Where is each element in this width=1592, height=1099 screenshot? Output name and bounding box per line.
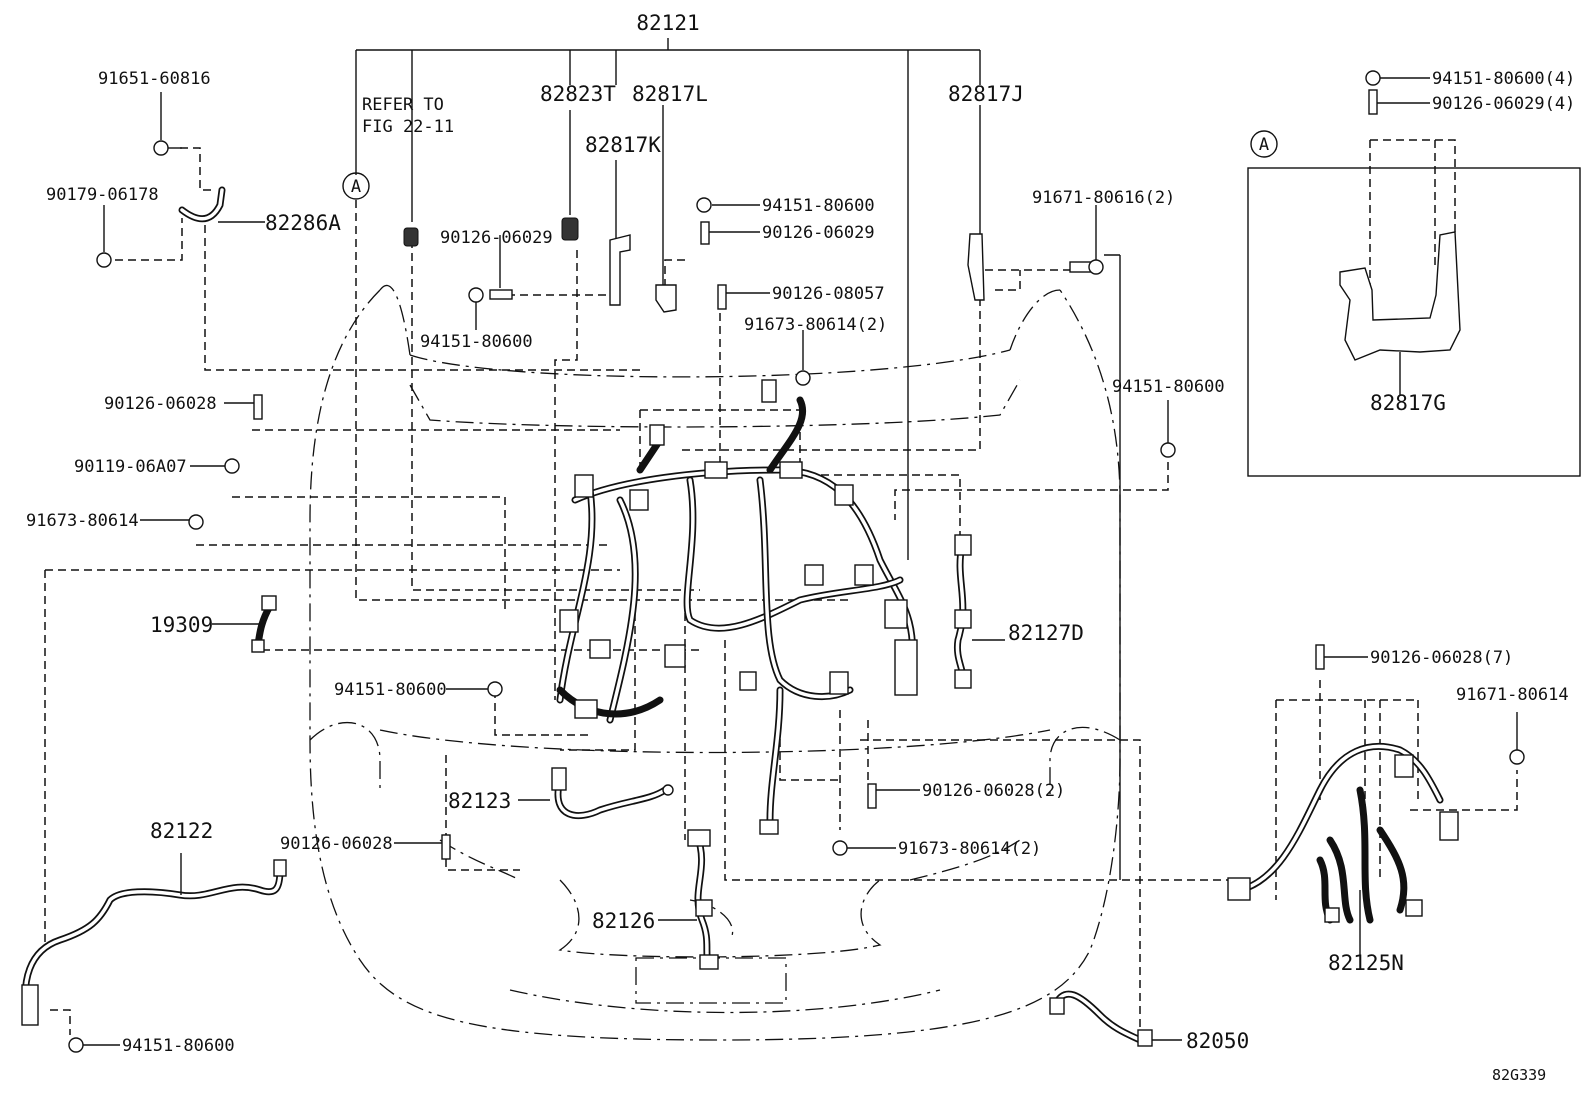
- svg-text:A: A: [1259, 135, 1269, 155]
- label-90126-06028-2: 90126-06028(2): [922, 781, 1065, 801]
- label-94151-80600-e: 94151-80600: [122, 1036, 235, 1056]
- label-82123: 82123: [448, 789, 511, 813]
- label-82817L: 82817L: [632, 82, 708, 106]
- diagram-code: 82G339: [1492, 1066, 1546, 1084]
- label-91673-80614-2b: 91673-80614(2): [898, 839, 1041, 859]
- label-82823T: 82823T: [540, 82, 616, 106]
- refer-note-line2: FIG 22-11: [362, 117, 454, 137]
- detail-box-A: [1247, 167, 1581, 477]
- label-82126: 82126: [592, 909, 655, 933]
- label-90126-06028-b: 90126-06028: [280, 834, 393, 854]
- leader-82121: [355, 38, 981, 560]
- vehicle-body-outline: [309, 284, 1121, 1041]
- label-82122: 82122: [150, 819, 213, 843]
- sensor-19309: [212, 595, 277, 653]
- refer-note-line1: REFER TO: [362, 95, 444, 115]
- label-94151-80600-b: 94151-80600: [762, 196, 875, 216]
- reference-lines: [44, 139, 1518, 1035]
- label-94151-80600-4: 94151-80600(4): [1432, 69, 1575, 89]
- label-91651-60816: 91651-60816: [98, 69, 211, 89]
- part-labels: 82121 REFER TO FIG 22-11 82823T 82817L 8…: [26, 11, 1575, 1084]
- label-82817G: 82817G: [1370, 391, 1446, 415]
- label-90126-06029-4: 90126-06029(4): [1432, 94, 1575, 114]
- label-82127D: 82127D: [1008, 621, 1084, 645]
- harness-82125N: [1227, 742, 1459, 955]
- fasteners: [68, 70, 1525, 1053]
- label-82125N: 82125N: [1328, 951, 1404, 975]
- label-94151-80600-d: 94151-80600: [334, 680, 447, 700]
- sub-harness-82127D: [953, 534, 1005, 689]
- label-94151-80600-a: 94151-80600: [420, 332, 533, 352]
- label-90126-06029-a: 90126-06029: [440, 228, 553, 248]
- detail-marker-main: A: [342, 172, 370, 200]
- label-94151-80600-c: 94151-80600: [1112, 377, 1225, 397]
- main-harness-82121: [556, 379, 918, 835]
- label-90179-06178: 90179-06178: [46, 185, 159, 205]
- label-91673-80614: 91673-80614: [26, 511, 139, 531]
- label-90126-06029-b: 90126-06029: [762, 223, 875, 243]
- bracket-82286A: [178, 186, 265, 223]
- label-82050: 82050: [1186, 1029, 1249, 1053]
- svg-text:A: A: [351, 177, 361, 197]
- label-82817J: 82817J: [948, 82, 1024, 106]
- label-82286A: 82286A: [265, 211, 341, 235]
- label-90126-08057: 90126-08057: [772, 284, 885, 304]
- small-brackets: [403, 217, 985, 313]
- cable-82123: [518, 767, 674, 819]
- label-82121: 82121: [636, 11, 699, 35]
- detail-marker-box: A: [1250, 130, 1278, 158]
- cable-82122: [21, 853, 287, 1026]
- label-91671-80614: 91671-80614: [1456, 685, 1569, 705]
- harness-82126: [658, 829, 719, 970]
- label-91673-80614-2a: 91673-80614(2): [744, 315, 887, 335]
- label-91671-80616-2: 91671-80616(2): [1032, 188, 1175, 208]
- sensor-82050: [1049, 990, 1182, 1047]
- label-90119-06A07: 90119-06A07: [74, 457, 187, 477]
- label-90126-06028-a: 90126-06028: [104, 394, 217, 414]
- label-90126-06028-7: 90126-06028(7): [1370, 648, 1513, 668]
- label-19309: 19309: [150, 613, 213, 637]
- label-82817K: 82817K: [585, 133, 661, 157]
